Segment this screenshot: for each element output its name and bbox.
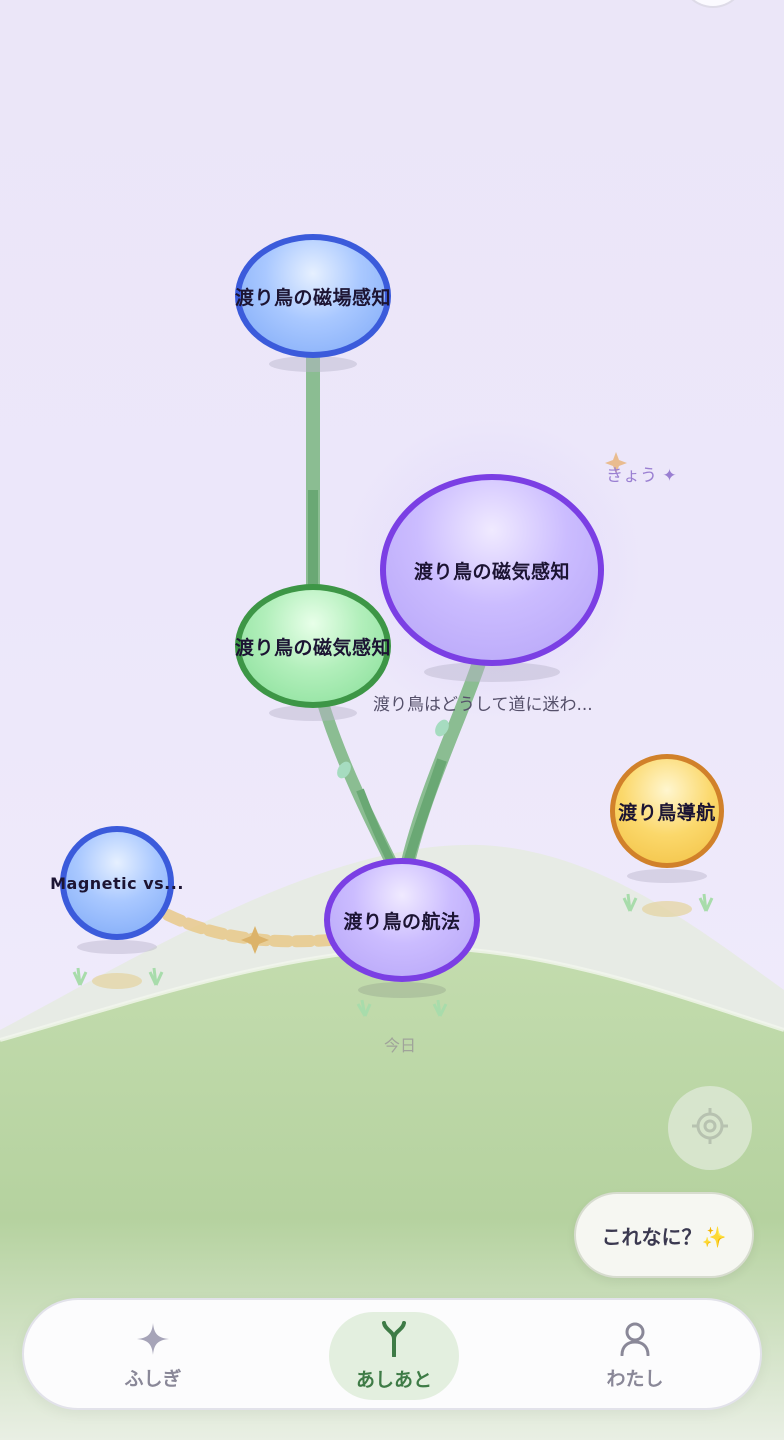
- node-magnetic-sense-purple[interactable]: 渡り鳥の磁気感知: [380, 474, 604, 666]
- node-caption: 渡り鳥はどうして道に迷わ...: [373, 695, 593, 715]
- branch-icon: [379, 1320, 409, 1361]
- nav-label: わたし: [606, 1367, 664, 1390]
- node-magnetic-vs[interactable]: Magnetic vs...: [50, 826, 183, 940]
- node-label: Magnetic vs...: [50, 873, 184, 893]
- today-label: 今日: [384, 1036, 417, 1055]
- node-label: 渡り鳥導航: [618, 801, 716, 824]
- node-label: 渡り鳥の航法: [343, 910, 461, 933]
- node-label: 渡り鳥の磁場感知: [235, 286, 392, 309]
- nav-item-watashi[interactable]: わたし: [566, 1312, 704, 1400]
- nav-item-fushigi[interactable]: ふしぎ: [84, 1312, 222, 1400]
- what-is-this-label: これなに？✨: [601, 1224, 727, 1249]
- trail-path: [162, 909, 336, 948]
- locate-button[interactable]: [668, 1086, 752, 1170]
- person-icon: [619, 1322, 651, 1360]
- bottom-nav: ふしぎ あしあと わたし: [22, 1298, 762, 1410]
- node-magnetic-sense-green[interactable]: 渡り鳥の磁気感知: [235, 584, 391, 708]
- nav-item-ashiato[interactable]: あしあと: [329, 1312, 459, 1400]
- node-label: 渡り鳥の磁気感知: [413, 560, 570, 583]
- node-magnetic-field[interactable]: 渡り鳥の磁場感知: [235, 234, 391, 358]
- crosshair-icon: [691, 1107, 729, 1149]
- what-is-this-button[interactable]: これなに？✨: [574, 1192, 754, 1278]
- node-navigation[interactable]: 渡り鳥の航法: [324, 858, 480, 982]
- kyou-label: きょう ✦: [606, 466, 677, 486]
- node-label: 渡り鳥の磁気感知: [235, 636, 392, 659]
- nav-label: あしあと: [355, 1368, 432, 1391]
- node-bird-navigation[interactable]: 渡り鳥導航: [610, 754, 724, 868]
- sparkle-icon: [136, 1322, 170, 1360]
- nav-label: ふしぎ: [124, 1367, 182, 1390]
